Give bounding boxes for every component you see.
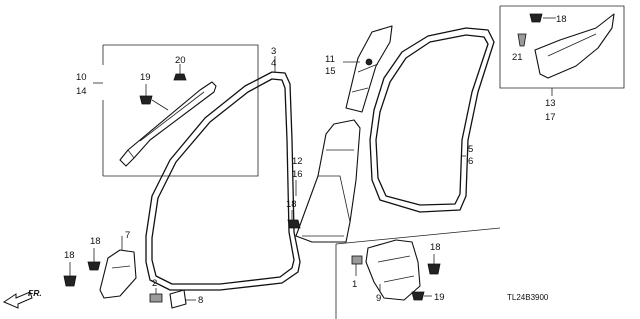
clip-19-upper: [139, 95, 153, 105]
cap-8: [169, 289, 187, 309]
callout-4: 4: [271, 58, 276, 69]
center-pillar-upper-garnish: [343, 25, 393, 113]
callout-1: 1: [352, 279, 357, 290]
clip-18-inset: [427, 263, 441, 275]
callout-14: 14: [76, 86, 87, 97]
fr-label: FR.: [28, 288, 42, 298]
callout-19-inset: 19: [434, 292, 445, 303]
callout-19-upper: 19: [140, 72, 151, 83]
callout-2: 2: [152, 278, 157, 289]
callout-15: 15: [325, 66, 336, 77]
label-sticker-1: [351, 255, 363, 265]
lower-left-parts: [63, 236, 196, 309]
callout-16: 16: [292, 169, 303, 180]
front-direction-arrow: FR.: [2, 288, 42, 309]
callout-18-inset: 18: [430, 242, 441, 253]
callout-18-a: 18: [64, 250, 75, 261]
clip-18-pillar: [287, 219, 301, 229]
callout-8: 8: [198, 295, 203, 306]
clip-19-inset: [411, 291, 425, 301]
front-pillar-garnish: [119, 81, 217, 167]
callout-20: 20: [175, 55, 186, 66]
garnish-clip-20: [173, 73, 187, 81]
diagram-code: TL24B3900: [507, 293, 549, 302]
fr-arrow-icon: [2, 291, 33, 309]
lower-right-inset: [335, 227, 501, 319]
label-sticker-2: [149, 293, 163, 303]
callout-numbers: 1 2 3 4 5 6 7 8 9 10 11 12 13 14 15 16 1…: [64, 14, 567, 306]
callout-21: 21: [512, 52, 523, 63]
callout-13: 13: [545, 98, 556, 109]
callout-11: 11: [325, 54, 335, 65]
callout-12: 12: [292, 156, 303, 167]
callout-10: 10: [76, 72, 87, 83]
clip-18-rear: [529, 13, 543, 23]
rear-pillar-garnish-group: [499, 5, 625, 96]
callout-17: 17: [545, 112, 556, 123]
clip-18-a: [63, 275, 77, 287]
sill-bracket-9: [365, 239, 421, 301]
callout-18-b: 18: [90, 236, 101, 247]
clip-21: [517, 33, 527, 47]
front-door-opening-seal: [145, 56, 301, 291]
front-pillar-garnish-group: [93, 44, 259, 177]
rear-door-opening-seal: [369, 27, 495, 213]
callout-5: 5: [468, 144, 473, 155]
side-sill-bracket: [99, 249, 137, 299]
callout-3: 3: [271, 46, 276, 57]
callout-7: 7: [125, 230, 130, 241]
callout-18-pillar: 18: [286, 199, 297, 210]
clip-18-b: [87, 261, 101, 271]
callout-18-rear: 18: [556, 14, 567, 25]
callout-9: 9: [376, 293, 381, 304]
center-pillar-lower-garnish: [287, 119, 361, 243]
callout-6: 6: [468, 156, 473, 167]
